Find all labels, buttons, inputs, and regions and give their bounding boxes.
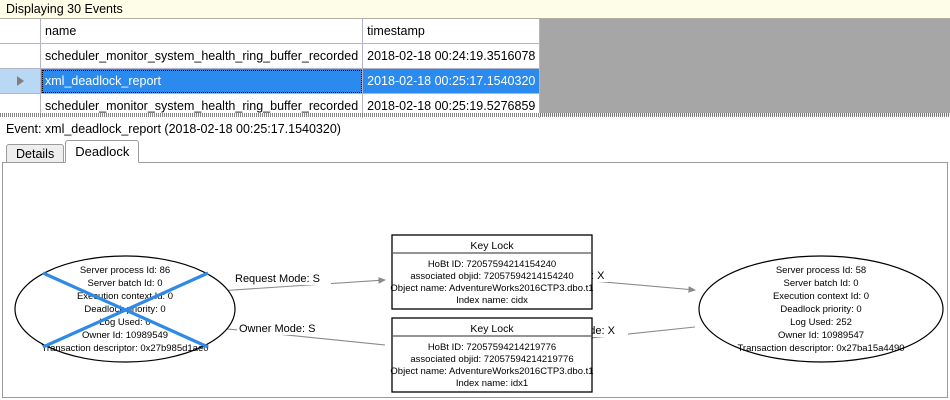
table-row[interactable]: xml_deadlock_report 2018-02-18 00:25:17.… [0,68,541,94]
table-row[interactable]: scheduler_monitor_system_health_ring_buf… [0,43,541,69]
cell-name[interactable]: xml_deadlock_report [40,68,364,94]
process-left-line-5: Owner Id: 10989549 [82,330,168,341]
key-lock-bottom-line-0: HoBt ID: 72057594214219776 [428,342,556,353]
process-right-line-4: Log Used: 252 [790,317,852,328]
process-node-left[interactable]: Server process Id: 86 Server batch Id: 0… [14,255,236,363]
event-detail-header-text: Event: xml_deadlock_report (2018-02-18 0… [6,122,341,136]
deadlock-graph: Request Mode: S Owner Mode: X Owner Mode… [14,234,944,393]
tab-details[interactable]: Details [6,144,65,163]
column-header-name[interactable]: name [40,19,364,44]
key-lock-top-title: Key Lock [470,240,514,252]
key-lock-top-line-1: associated objid: 72057594214154240 [410,271,573,282]
key-lock-top-line-2: Object name: AdventureWorks2016CTP3.dbo.… [390,283,593,294]
resource-node-key-lock-bottom[interactable]: Key Lock HoBt ID: 72057594214219776 asso… [390,317,594,393]
row-selector-cell[interactable] [0,68,41,94]
status-banner-text: Displaying 30 Events [6,2,123,16]
cell-name[interactable]: scheduler_monitor_system_health_ring_buf… [40,43,364,69]
event-detail-header: Event: xml_deadlock_report (2018-02-18 0… [0,118,950,140]
process-right-line-0: Server process Id: 58 [776,265,866,276]
process-right-line-6: Transaction descriptor: 0x27ba15a4490 [737,343,904,354]
process-right-line-1: Server batch Id: 0 [784,278,859,289]
process-right-ellipse[interactable] [698,255,944,363]
process-right-line-3: Deadlock priority: 0 [780,304,861,315]
process-left-line-0: Server process Id: 86 [80,265,170,276]
process-right-line-2: Execution context Id: 0 [773,291,869,302]
key-lock-top-line-0: HoBt ID: 72057594214154240 [428,259,556,270]
process-left-line-6: Transaction descriptor: 0x27b985d1ae0 [41,343,208,354]
edge-top-left-label: Request Mode: S [235,273,320,285]
status-banner: Displaying 30 Events [0,0,950,19]
edge-bottom-left: Owner Mode: S [216,321,386,346]
events-table: name timestamp scheduler_monitor_system_… [0,19,541,119]
key-lock-bottom-box[interactable] [391,317,593,393]
column-header-timestamp[interactable]: timestamp [362,19,541,44]
table-header-row: name timestamp [0,19,541,44]
deadlock-victim-x-icon [42,271,209,349]
key-lock-bottom-line-3: Index name: idx1 [456,378,528,389]
column-header-selector [0,19,41,44]
process-left-line-4: Log Used: 0 [99,317,150,328]
process-left-line-2: Execution context Id: 0 [77,291,173,302]
deadlock-graph-canvas[interactable]: Request Mode: S Owner Mode: X Owner Mode… [2,162,948,398]
tab-strip: Details Deadlock [0,140,950,163]
resource-node-key-lock-top[interactable]: Key Lock HoBt ID: 72057594214154240 asso… [390,234,594,310]
process-node-right[interactable]: Server process Id: 58 Server batch Id: 0… [698,255,944,363]
key-lock-bottom-title: Key Lock [470,323,514,335]
tab-deadlock[interactable]: Deadlock [65,140,140,163]
key-lock-top-line-3: Index name: cidx [456,295,528,306]
key-lock-bottom-line-1: associated objid: 72057594214219776 [410,354,573,365]
cell-timestamp[interactable]: 2018-02-18 00:25:17.1540320 [362,68,541,94]
edge-top-left: Request Mode: S [217,271,387,292]
current-row-pointer-icon [16,76,24,86]
cell-timestamp[interactable]: 2018-02-18 00:24:19.3516078 [362,43,541,69]
edge-bottom-left-label: Owner Mode: S [239,323,315,335]
horizontal-splitter[interactable] [0,113,950,117]
row-selector-cell[interactable] [0,43,41,69]
key-lock-top-box[interactable] [391,234,593,310]
process-left-line-1: Server batch Id: 0 [88,278,163,289]
process-right-line-5: Owner Id: 10989547 [778,330,864,341]
key-lock-bottom-line-2: Object name: AdventureWorks2016CTP3.dbo.… [390,366,593,377]
events-grid[interactable]: name timestamp scheduler_monitor_system_… [0,19,950,119]
